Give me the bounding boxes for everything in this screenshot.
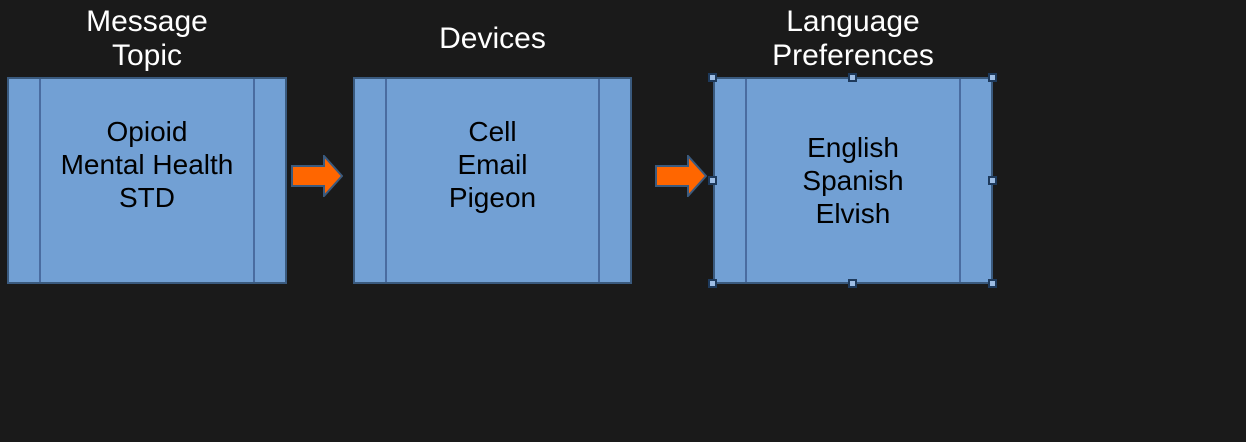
selection-handle-top-right[interactable]: [988, 73, 997, 82]
column-title-message-topic[interactable]: Message Topic: [86, 4, 208, 72]
box-items-language-preferences: English Spanish Elvish: [802, 132, 904, 229]
right-arrow-icon: [291, 155, 343, 197]
box-inner-line-right: [598, 79, 600, 282]
column-title-language-preferences[interactable]: Language Preferences: [772, 4, 934, 72]
box-inner-line-right: [959, 79, 961, 282]
box-inner-line-left: [39, 79, 41, 282]
column-title-devices[interactable]: Devices: [439, 21, 546, 55]
selection-handle-bottom-left[interactable]: [708, 279, 717, 288]
box-items-message-topic: Opioid Mental Health STD: [60, 116, 234, 213]
selection-handle-bottom-right[interactable]: [988, 279, 997, 288]
right-arrow-icon: [655, 155, 707, 197]
flow-box-language-preferences[interactable]: English Spanish Elvish: [713, 77, 993, 284]
box-items-devices: Cell Email Pigeon: [448, 116, 537, 213]
selection-handle-bottom-middle[interactable]: [848, 279, 857, 288]
box-inner-line-right: [253, 79, 255, 282]
selection-handle-middle-right[interactable]: [988, 176, 997, 185]
flow-box-message-topic[interactable]: Opioid Mental Health STD: [7, 77, 287, 284]
box-inner-line-left: [385, 79, 387, 282]
flow-box-devices[interactable]: Cell Email Pigeon: [353, 77, 632, 284]
box-inner-line-left: [745, 79, 747, 282]
selection-handle-top-left[interactable]: [708, 73, 717, 82]
flow-arrow-devices-to-language[interactable]: [655, 155, 707, 197]
selection-handle-middle-left[interactable]: [708, 176, 717, 185]
selection-handle-top-middle[interactable]: [848, 73, 857, 82]
flow-arrow-topic-to-devices[interactable]: [291, 155, 343, 197]
